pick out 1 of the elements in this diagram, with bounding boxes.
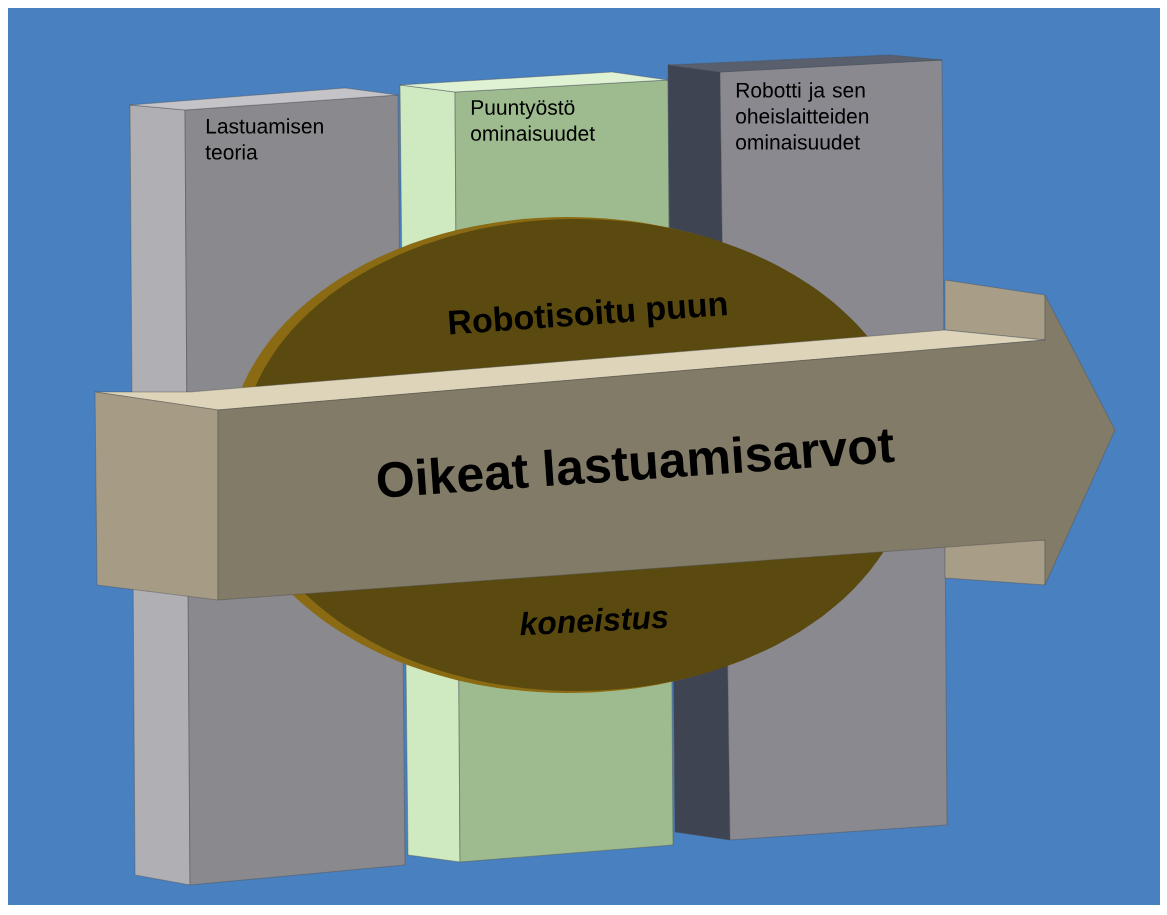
pillar: Robotti ja sen oheislaitteiden ominaisuudet: [667, 54, 944, 283]
